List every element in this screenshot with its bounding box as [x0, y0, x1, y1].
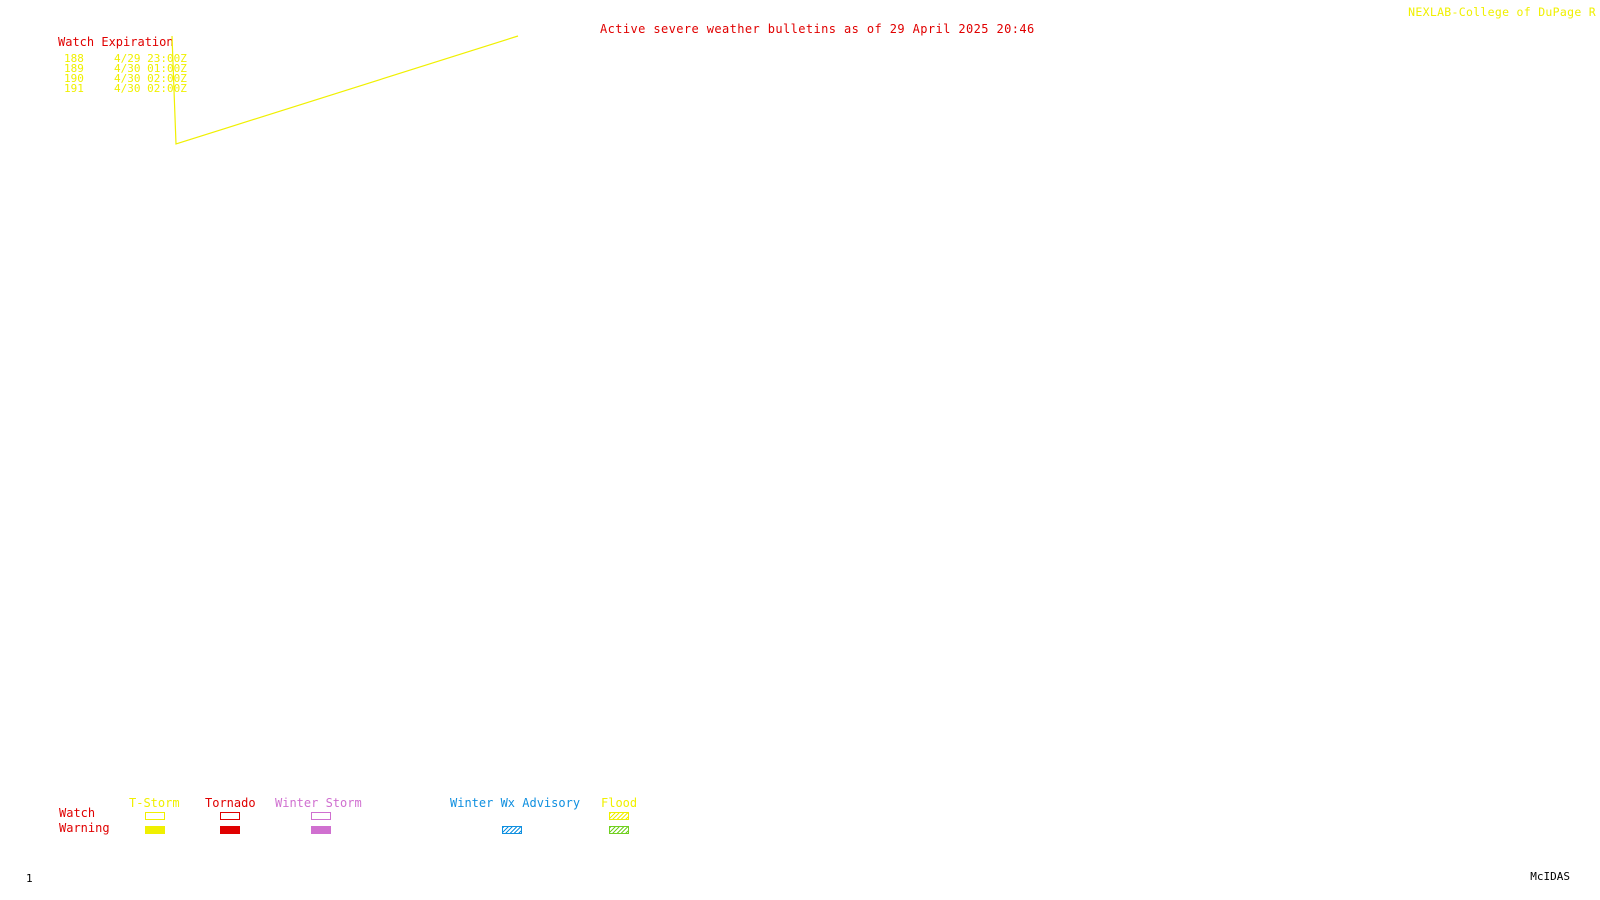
watch-number: 188 [64, 52, 84, 65]
frame-number: 1 [26, 872, 33, 885]
watch-expiration: 4/30 02:00Z [114, 72, 187, 85]
legend-watch-label: Watch [59, 806, 96, 820]
watch-row: 188 4/29 23:00Z [64, 52, 187, 65]
tornado-warning-swatch [220, 826, 240, 834]
watch-number: 189 [64, 62, 84, 75]
watch-expiration: 4/30 01:00Z [114, 62, 187, 75]
winter-wx-advisory-swatch [502, 826, 522, 834]
winter-storm-watch-swatch [311, 812, 331, 820]
watch-box-outline [171, 35, 519, 145]
watch-expiration: 4/30 02:00Z [114, 82, 187, 95]
winter-storm-warning-swatch [311, 826, 331, 834]
legend-winter-storm-label: Winter Storm [275, 796, 362, 810]
watch-number: 191 [64, 82, 84, 95]
watch-row: 191 4/30 02:00Z [64, 82, 187, 95]
legend-tornado-label: Tornado [205, 796, 256, 810]
bulletin-title: Active severe weather bulletins as of 29… [600, 22, 1035, 36]
legend-flood-label: Flood [601, 796, 638, 810]
watch-expiration: 4/29 23:00Z [114, 52, 187, 65]
watch-row: 189 4/30 01:00Z [64, 62, 187, 75]
flood-watch-swatch [609, 812, 629, 820]
watch-number: 190 [64, 72, 84, 85]
legend-warning-label: Warning [59, 821, 110, 835]
tstorm-warning-swatch [145, 826, 165, 834]
flood-warning-swatch [609, 826, 629, 834]
legend-winter-wx-advisory-label: Winter Wx Advisory [450, 796, 581, 810]
watch-table: 188 4/29 23:00Z 189 4/30 01:00Z 190 4/30 02… [64, 52, 187, 95]
tornado-watch-swatch [220, 812, 240, 820]
credit-text: NEXLAB-College of DuPage R [1408, 5, 1596, 19]
watch-row: 190 4/30 02:00Z [64, 72, 187, 85]
legend-tstorm-label: T-Storm [129, 796, 180, 810]
watch-table-header: Watch Expiration [58, 35, 174, 49]
software-label: McIDAS [1530, 870, 1570, 883]
tstorm-watch-swatch [145, 812, 165, 820]
